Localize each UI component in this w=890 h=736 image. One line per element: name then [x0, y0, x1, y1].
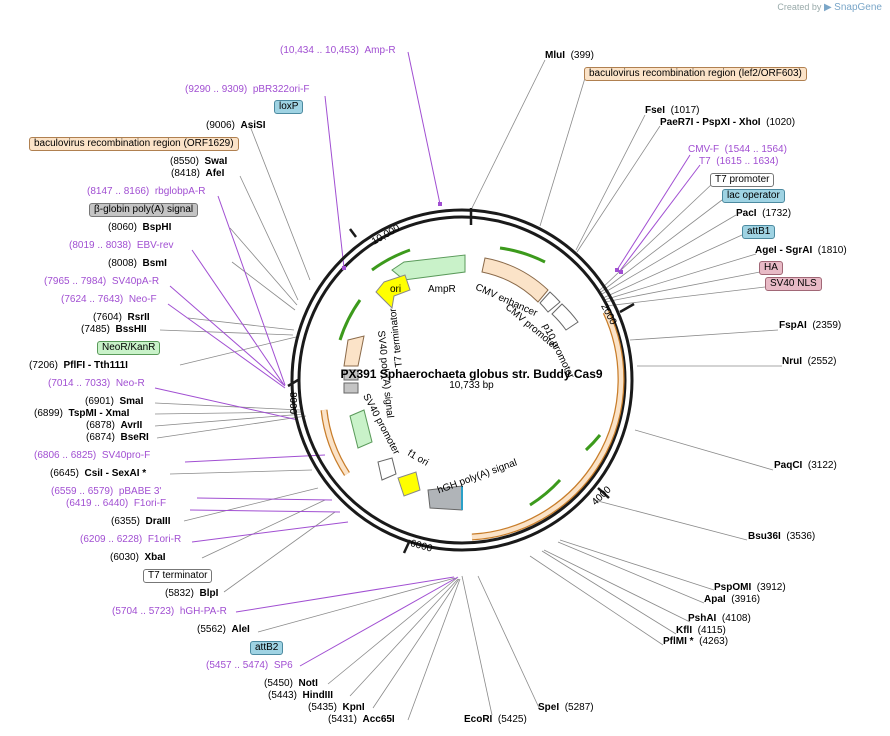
feature-neor-kanr[interactable]: NeoR/KanR [97, 341, 161, 355]
site-asisi[interactable]: (9006) AsiSI [206, 120, 266, 131]
site-fsei[interactable]: FseI (1017) [645, 105, 700, 116]
feature-attb1[interactable]: attB1 [742, 225, 776, 239]
feature-beta-globin-polya[interactable]: β-globin poly(A) signal [89, 203, 199, 217]
site-apai[interactable]: ApaI (3916) [704, 594, 761, 605]
backbone-outer [290, 208, 634, 552]
ori-feature [375, 274, 411, 310]
site-smai[interactable]: (6901) SmaI [85, 396, 144, 407]
snapgene-brand: Created by ▶ SnapGene [777, 2, 882, 13]
cmv-enhancer-feature [481, 257, 549, 303]
f1-ori-feature [397, 471, 421, 497]
site-draiii[interactable]: (6355) DraIII [111, 516, 171, 527]
p10-promoter-feature [551, 303, 579, 331]
site-blpi[interactable]: (5832) BlpI [165, 588, 219, 599]
map-title: PX391 Sphaerochaeta globus str. Buddy Ca… [340, 367, 603, 381]
feature-sv40-nls[interactable]: SV40 NLS [765, 277, 822, 291]
site-pshai[interactable]: PshAI (4108) [688, 613, 751, 624]
site-paci[interactable]: PacI (1732) [736, 208, 792, 219]
primer-f1ori-r[interactable]: (6209 .. 6228) F1ori-R [80, 534, 182, 545]
site-xbai[interactable]: (6030) XbaI [110, 552, 166, 563]
cmv-promoter-feature [539, 291, 561, 313]
primer-marks [342, 202, 623, 274]
primer-sp6[interactable]: (5457 .. 5474) SP6 [206, 660, 293, 671]
site-rsrii[interactable]: (7604) RsrII [93, 312, 150, 323]
site-sexai[interactable]: (6645) CsiI - SexAI * [50, 468, 147, 479]
site-bsshii[interactable]: (7485) BssHII [81, 324, 147, 335]
primer-pbr322ori-f[interactable]: (9290 .. 9309) pBR322ori-F [185, 84, 310, 95]
primer-rbglobpa-r[interactable]: (8147 .. 8166) rbglobpA-R [87, 186, 206, 197]
feature-lac-operator[interactable]: lac operator [722, 189, 785, 203]
site-psppomi[interactable]: PspOMI (3912) [714, 582, 786, 593]
feature-t7-terminator[interactable]: T7 terminator [143, 569, 213, 583]
site-bsphi[interactable]: (8060) BspHI [108, 222, 172, 233]
site-fspai[interactable]: FspAI (2359) [779, 320, 842, 331]
site-xmai[interactable]: (6899) TspMI - XmaI [34, 408, 130, 419]
feature-loxp[interactable]: loxP [274, 100, 304, 114]
snapgene-logo-icon: ▶ [823, 2, 832, 13]
site-pflmi[interactable]: PflMI * (4263) [663, 636, 729, 647]
primer-hgh-pa-r[interactable]: (5704 .. 5723) hGH-PA-R [112, 606, 227, 617]
primer-t7[interactable]: T7 (1615 .. 1634) [699, 156, 779, 167]
site-nrui[interactable]: NruI (2552) [782, 356, 837, 367]
site-pflfi[interactable]: (7206) PflFI - Tth111I [29, 360, 128, 371]
tick-marks [287, 208, 635, 554]
primer-cmv-f[interactable]: CMV-F (1544 .. 1564) [688, 144, 787, 155]
site-bsmi[interactable]: (8008) BsmI [108, 258, 167, 269]
primer-ebv-rev[interactable]: (8019 .. 8038) EBV-rev [69, 240, 174, 251]
primer-neo-f[interactable]: (7624 .. 7643) Neo-F [61, 294, 157, 305]
feature-attb2[interactable]: attB2 [250, 641, 284, 655]
site-swai[interactable]: (8550) SwaI [170, 156, 228, 167]
site-ecori[interactable]: EcoRI (5425) [464, 714, 527, 725]
site-bseri[interactable]: (6874) BseRI [86, 432, 149, 443]
ori-label: ori [390, 284, 402, 295]
site-noti[interactable]: (5450) NotI [264, 678, 318, 689]
site-kfli[interactable]: KflI (4115) [676, 625, 726, 636]
ampr-feature [391, 254, 466, 281]
site-hindiii[interactable]: (5443) HindIII [268, 690, 334, 701]
primer-sv40pro-f[interactable]: (6806 .. 6825) SV40pro-F [34, 450, 151, 461]
site-spei[interactable]: SpeI (5287) [538, 702, 594, 713]
site-xhoi[interactable]: PaeR7I - PspXI - XhoI (1020) [660, 117, 796, 128]
primer-pbabe-3[interactable]: (6559 .. 6579) pBABE 3' [51, 486, 162, 497]
neor-feature [349, 409, 373, 449]
primer-f1ori-f[interactable]: (6419 .. 6440) F1ori-F [66, 498, 167, 509]
primer-lines [154, 51, 701, 667]
leader-lines [154, 59, 782, 721]
site-afei[interactable]: (8418) AfeI [171, 168, 225, 179]
primer-sv40pa-r[interactable]: (7965 .. 7984) SV40pA-R [44, 276, 160, 287]
tick-label-8000: 8000 [287, 392, 298, 415]
feature-baculovirus-orf1629[interactable]: baculovirus recombination region (ORF162… [29, 137, 239, 151]
site-agei[interactable]: AgeI - SgrAI (1810) [755, 245, 847, 256]
site-mlui[interactable]: MluI (399) [545, 50, 594, 61]
ampr-label: AmpR [428, 284, 456, 295]
created-by-text: Created by [777, 2, 822, 12]
feature-baculovirus-lef2[interactable]: baculovirus recombination region (lef2/O… [584, 67, 807, 81]
backbone-inner [297, 215, 627, 545]
site-paqci[interactable]: PaqCI (3122) [774, 460, 837, 471]
feature-ha[interactable]: HA [759, 261, 783, 275]
site-avrii[interactable]: (6878) AvrII [86, 420, 143, 431]
site-kpni[interactable]: (5435) KpnI [308, 702, 365, 713]
primer-amp-r[interactable]: (10,434 .. 10,453) Amp-R [280, 45, 396, 56]
map-length: 10,733 bp [449, 380, 494, 391]
site-acc65i[interactable]: (5431) Acc65I [328, 714, 395, 725]
sv40-promoter-feature [377, 457, 397, 481]
primer-neo-r[interactable]: (7014 .. 7033) Neo-R [48, 378, 145, 389]
sv40-polya-feature [343, 335, 365, 367]
snapgene-name: SnapGene [834, 2, 882, 13]
inner-features [343, 254, 579, 511]
site-bsu36i[interactable]: Bsu36I (3536) [748, 531, 816, 542]
feature-arcs [320, 246, 625, 541]
site-alei[interactable]: (5562) AleI [197, 624, 250, 635]
feature-t7-promoter[interactable]: T7 promoter [710, 173, 775, 187]
